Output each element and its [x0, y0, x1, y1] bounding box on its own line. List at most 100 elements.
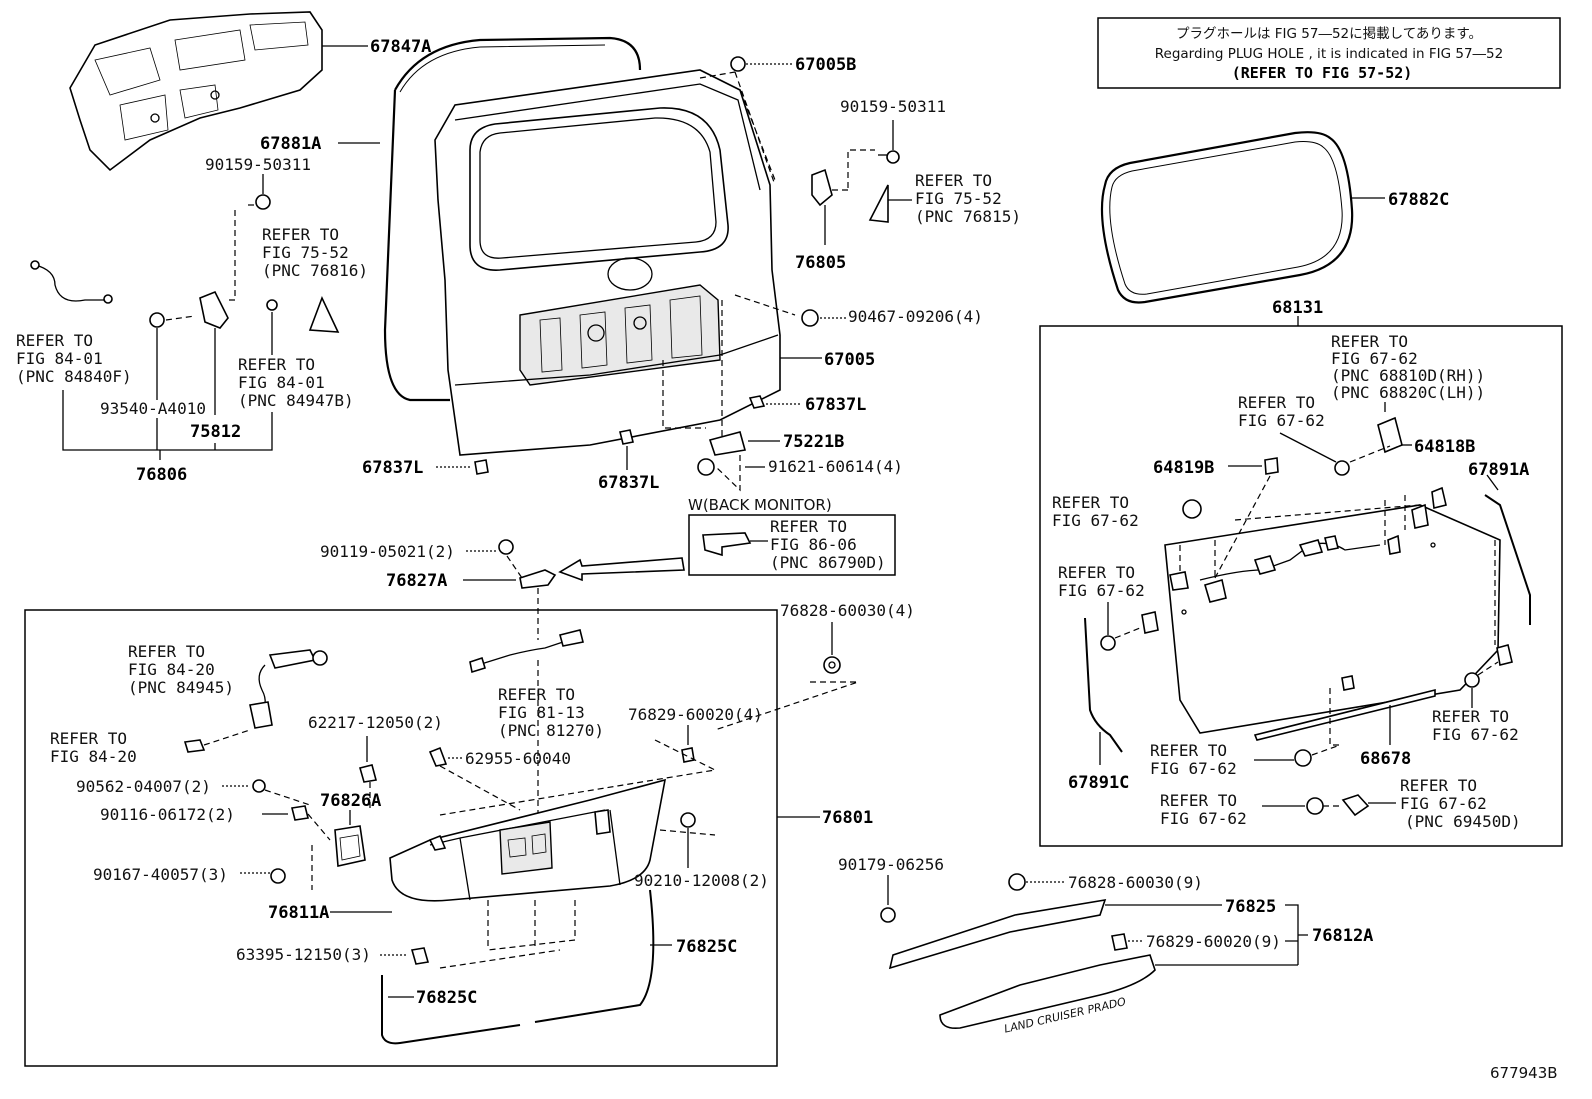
ref-67-62-a[interactable]: REFER TO FIG 67-62 (PNC 68810D(RH)) (PNC…	[1331, 332, 1485, 454]
part-90167-40057[interactable]: 90167-40057(3)	[93, 865, 286, 884]
part-62217-12050[interactable]: 62217-12050(2)	[308, 713, 443, 810]
ref-67-62-d-l1: REFER TO	[1058, 563, 1135, 582]
ref-75-52-left-l1: REFER TO	[262, 225, 339, 244]
part-90159-screw-left[interactable]: 90159-50311	[205, 155, 311, 301]
label-76829-bottom: 76829-60020(9)	[1146, 932, 1281, 951]
part-75812-hinge[interactable]: 75812	[190, 290, 241, 442]
part-64818B[interactable]: 64818B	[1402, 437, 1475, 457]
part-76805-bracket[interactable]: 76805	[795, 149, 875, 273]
part-90159-screw-right[interactable]: 90159-50311	[840, 97, 946, 164]
part-90179-06256[interactable]: 90179-06256	[838, 855, 944, 923]
part-76828-60030-bottom[interactable]: 76828-60030(9)	[1008, 873, 1203, 892]
group-76806: 76806	[62, 390, 273, 485]
ref-84-20-a-l3: (PNC 84945)	[128, 678, 234, 697]
figure-id: 677943B	[1490, 1064, 1558, 1082]
part-64819B[interactable]: 64819B	[1153, 457, 1279, 579]
label-wback: W(BACK MONITOR)	[688, 496, 832, 514]
part-93540-A4010[interactable]: 93540-A4010	[100, 312, 206, 418]
label-67882C: 67882C	[1388, 190, 1449, 210]
ref-84-01-a-l3: (PNC 84840F)	[16, 367, 132, 386]
ref-67-62-a-l3: (PNC 68810D(RH))	[1331, 366, 1485, 385]
ref-84-20-b[interactable]: REFER TO FIG 84-20	[50, 729, 251, 766]
label-90116: 90116-06172(2)	[100, 805, 235, 824]
label-67881A: 67881A	[260, 134, 321, 154]
part-75221B[interactable]: 75221B	[662, 300, 844, 456]
plug-hole-notice: プラグホールは FIG 57―52に掲載してあります。 Regarding PL…	[1097, 17, 1561, 89]
part-wire-84840F[interactable]: REFER TO FIG 84-01 (PNC 84840F)	[16, 260, 132, 386]
part-76811A-garnish[interactable]: 76811A	[268, 778, 667, 969]
part-76825-seal[interactable]: 76825	[888, 897, 1276, 970]
ref-67-62-d-l2: FIG 67-62	[1058, 581, 1145, 600]
ref-67-62-h-l3: (PNC 69450D)	[1405, 812, 1521, 831]
part-67881A-weatherstrip[interactable]: 67881A	[260, 36, 642, 402]
part-76826A[interactable]: 76826A	[320, 791, 381, 867]
label-67837L-right: 67837L	[805, 395, 866, 415]
part-91621-60614[interactable]: 91621-60614(4)	[697, 455, 903, 492]
part-wire-84945[interactable]: REFER TO FIG 84-20 (PNC 84945)	[128, 642, 328, 729]
group-76812A: 76812A	[1285, 904, 1373, 965]
part-63395-12150[interactable]: 63395-12150(3)	[236, 945, 430, 965]
ref-67-62-h[interactable]: REFER TO FIG 67-62 (PNC 69450D)	[1323, 776, 1521, 831]
ref-67-62-d[interactable]: REFER TO FIG 67-62	[1058, 563, 1159, 651]
part-76825C-left[interactable]: 76825C	[381, 975, 521, 1045]
ref-67-62-f-l1: REFER TO	[1150, 741, 1227, 760]
part-62955-60040[interactable]: 62955-60040	[428, 746, 571, 811]
part-76829-60020-bottom[interactable]: 76829-60020(9)	[1111, 932, 1281, 951]
ref-67-62-g-l2: FIG 67-62	[1160, 809, 1247, 828]
group-68131-box: 68131	[1039, 298, 1563, 847]
label-68678: 68678	[1360, 749, 1411, 769]
part-76825C-right[interactable]: 76825C	[534, 889, 737, 1023]
part-67837L-right[interactable]: 67837L	[748, 395, 866, 415]
part-68678-strip[interactable]: 68678	[1253, 675, 1436, 769]
part-67005B-plug[interactable]: 67005B	[699, 55, 856, 186]
part-67891C-molding[interactable]: 67891C	[1068, 617, 1129, 793]
part-garnish-land-cruiser-prado[interactable]: LAND CRUISER PRADO	[939, 954, 1298, 1036]
part-67837L-bottom[interactable]: 67837L	[598, 429, 659, 493]
ref-81-13-l3: (PNC 81270)	[498, 721, 604, 740]
ref-67-62-e[interactable]: REFER TO FIG 67-62	[1432, 540, 1519, 744]
pointer-arrow	[558, 557, 685, 582]
back-monitor-box[interactable]: W(BACK MONITOR) REFER TO FIG 86-06 (PNC …	[688, 496, 896, 576]
ref-75-52-left[interactable]: REFER TO FIG 75-52 (PNC 76816)	[262, 225, 368, 333]
part-67847A-insulator[interactable]: 67847A	[69, 11, 431, 172]
part-67882C-weatherstrip[interactable]: 67882C	[1100, 131, 1449, 304]
ref-81-13-l2: FIG 81-13	[498, 703, 585, 722]
part-67837L-left[interactable]: 67837L	[362, 458, 489, 478]
part-76829-60020-top[interactable]: 76829-60020(4)	[439, 705, 763, 816]
label-91621: 91621-60614(4)	[768, 457, 903, 476]
ref-84-01-a-l1: REFER TO	[16, 331, 93, 350]
ref-84-20-b-l2: FIG 84-20	[50, 747, 137, 766]
part-76827A[interactable]: 76827A	[386, 555, 557, 591]
ref-67-62-a-l2: FIG 67-62	[1331, 349, 1418, 368]
ref-67-62-f[interactable]: REFER TO FIG 67-62	[1150, 741, 1341, 778]
label-76806: 76806	[136, 465, 187, 485]
label-63395: 63395-12150(3)	[236, 945, 371, 964]
part-wire-81270[interactable]: REFER TO FIG 81-13 (PNC 81270)	[469, 588, 604, 820]
part-76828-60030-top[interactable]: 76828-60030(4)	[714, 601, 915, 731]
part-67005-back-door[interactable]: 67005	[434, 69, 875, 456]
part-90467-09206[interactable]: 90467-09206(4)	[734, 294, 983, 327]
ref-75-52-right[interactable]: REFER TO FIG 75-52 (PNC 76815)	[868, 171, 1021, 226]
part-clip-84947B[interactable]: REFER TO FIG 84-01 (PNC 84947B)	[238, 299, 354, 410]
ref-75-52-left-l2: FIG 75-52	[262, 243, 349, 262]
part-67891A-molding[interactable]: 67891A	[1431, 460, 1531, 625]
label-67005B: 67005B	[795, 55, 856, 75]
label-90159-right: 90159-50311	[840, 97, 946, 116]
label-76811A: 76811A	[268, 903, 329, 923]
ref-84-20-a-l2: FIG 84-20	[128, 660, 215, 679]
label-67837L-bottom: 67837L	[598, 473, 659, 493]
part-90210-12008[interactable]: 90210-12008(2)	[634, 812, 769, 890]
ref-67-62-c[interactable]: REFER TO FIG 67-62	[1052, 493, 1202, 530]
part-90562-04007[interactable]: 90562-04007(2)	[76, 777, 311, 806]
ref-67-62-g[interactable]: REFER TO FIG 67-62	[1160, 791, 1324, 828]
part-90116-06172[interactable]: 90116-06172(2)	[100, 805, 331, 841]
ref-67-62-b[interactable]: REFER TO FIG 67-62	[1238, 393, 1391, 476]
ref-86-06-l3: (PNC 86790D)	[770, 553, 886, 572]
label-76801: 76801	[822, 808, 873, 828]
part-68131-back-glass[interactable]	[1164, 495, 1501, 734]
ref-86-06-l2: FIG 86-06	[770, 535, 857, 554]
part-90119-05021[interactable]: 90119-05021(2)	[320, 539, 514, 561]
notice-line-2: Regarding PLUG HOLE , it is indicated in…	[1155, 46, 1503, 62]
ref-67-62-h-l1: REFER TO	[1400, 776, 1477, 795]
ref-67-62-c-l1: REFER TO	[1052, 493, 1129, 512]
